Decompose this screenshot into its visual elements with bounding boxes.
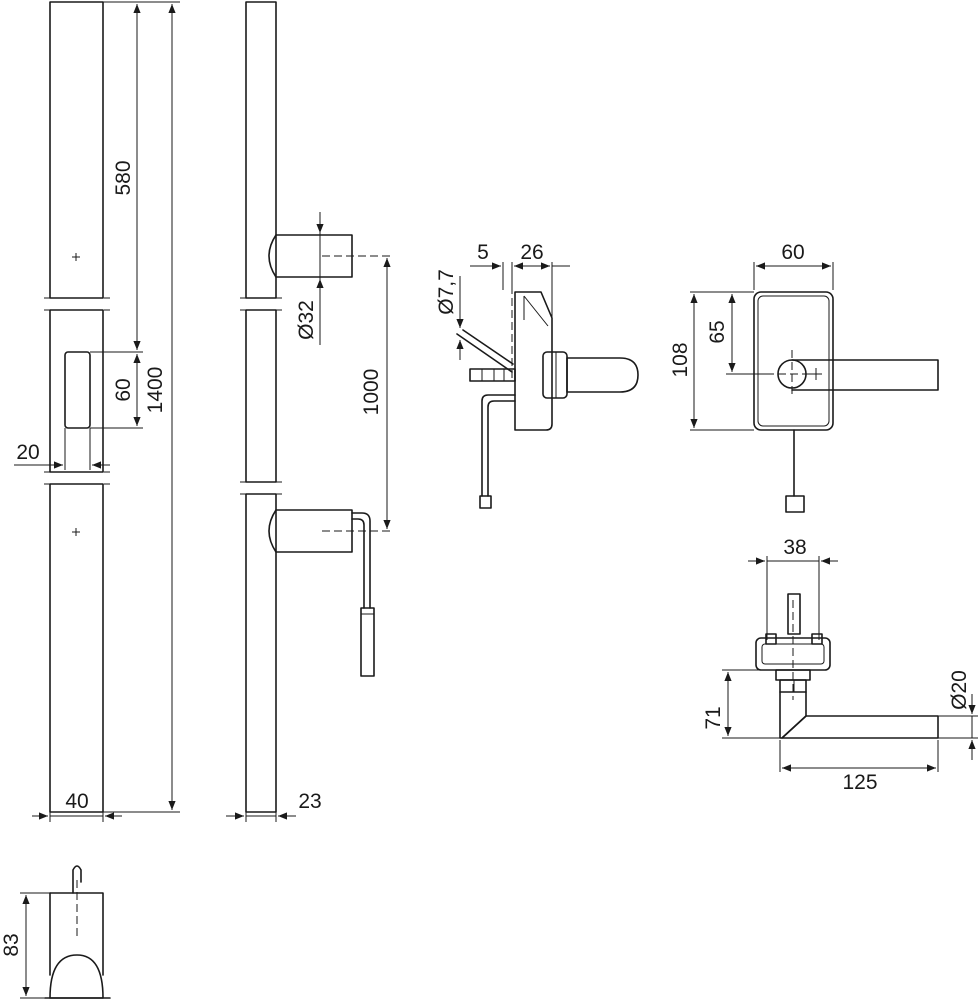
- dim-71: 71: [702, 669, 780, 739]
- dim-65: 65: [706, 294, 770, 375]
- label-71: 71: [702, 706, 725, 729]
- dim-580: 580: [90, 1, 143, 353]
- plate-front-view: [753, 291, 939, 513]
- fixing-mark-lower: [72, 528, 80, 536]
- dim-38: 38: [748, 536, 838, 640]
- upper-knob: [268, 232, 390, 280]
- label-1000: 1000: [360, 369, 383, 416]
- label-26: 26: [520, 241, 543, 264]
- dim-23: 23: [226, 790, 322, 822]
- label-5: 5: [477, 241, 489, 264]
- label-60-window: 60: [112, 378, 135, 401]
- dim-1000: 1000: [360, 258, 391, 529]
- dim-spindle-diameter: Ø7,7: [435, 269, 464, 360]
- label-23: 23: [298, 790, 321, 813]
- handle-side-section: [456, 262, 639, 509]
- label-38: 38: [783, 536, 806, 559]
- bar-side-view: [240, 1, 282, 813]
- dim-108: 108: [669, 291, 754, 431]
- label-125: 125: [842, 771, 877, 794]
- dim-20: 20: [14, 428, 110, 470]
- fixing-mark-upper: [72, 253, 80, 261]
- lower-knob: [268, 509, 390, 677]
- dim-125: 125: [779, 740, 939, 794]
- label-65: 65: [706, 320, 729, 343]
- label-20: 20: [16, 441, 39, 464]
- dim-1400: 1400: [103, 1, 180, 813]
- end-cap-view: [44, 865, 111, 999]
- label-60-plate: 60: [781, 241, 804, 264]
- label-83: 83: [0, 933, 23, 956]
- handle-top-view: [755, 593, 939, 739]
- dim-60-window: 60: [90, 354, 143, 429]
- dim-knob-diameter: Ø32: [295, 212, 324, 345]
- window-cutout: [64, 351, 91, 429]
- dim-60-plate: 60: [753, 241, 834, 290]
- dim-83: 83: [0, 892, 50, 999]
- label-handle-diameter: Ø20: [948, 670, 971, 710]
- plate-cable-connector: [785, 495, 805, 513]
- cable-connector: [360, 607, 375, 677]
- label-40: 40: [65, 790, 88, 813]
- dim-40: 40: [32, 790, 122, 822]
- label-knob-diameter: Ø32: [295, 300, 318, 340]
- dim-5-26: 5 26: [470, 241, 570, 318]
- dim-handle-diameter: Ø20: [938, 670, 978, 760]
- label-108: 108: [669, 342, 692, 377]
- label-580: 580: [112, 160, 135, 195]
- label-spindle-diameter: Ø7,7: [435, 269, 458, 315]
- label-1400: 1400: [144, 367, 167, 414]
- bar-front-view: [44, 1, 110, 813]
